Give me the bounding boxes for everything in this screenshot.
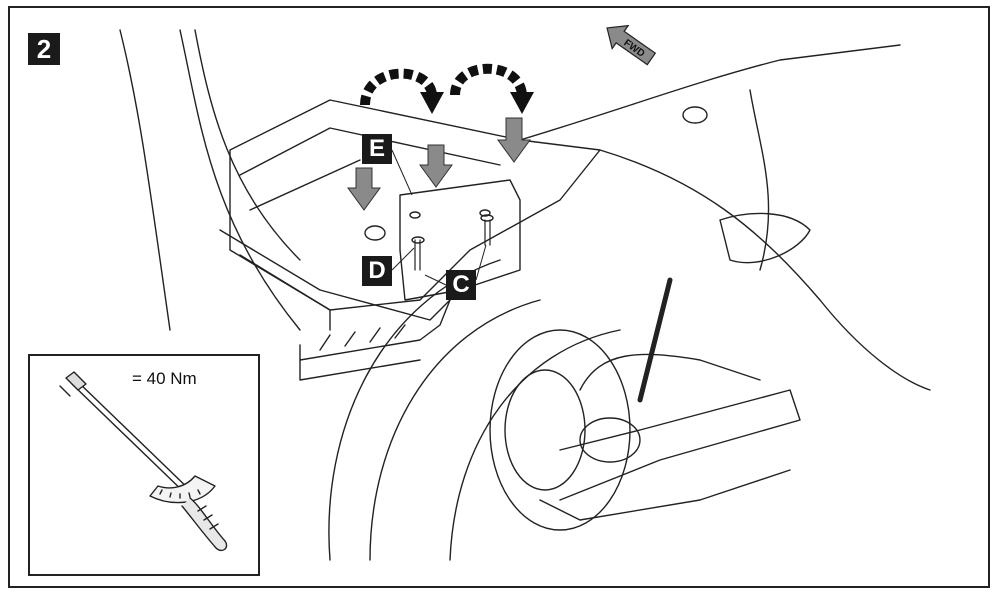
callout-c: C	[446, 270, 476, 300]
callout-leaders	[391, 149, 487, 286]
undertray-panel	[229, 99, 601, 311]
rotation-arcs	[360, 63, 527, 106]
mount-bracket	[399, 179, 521, 301]
torque-wrench-icon	[59, 371, 228, 552]
torque-value-label: = 40 Nm	[132, 369, 197, 388]
fwd-direction-arrow: FWD	[606, 24, 657, 66]
stabilizer-link	[637, 277, 673, 403]
wheel-arch	[328, 259, 501, 561]
push-arrows	[347, 117, 531, 211]
suspension-arm	[559, 389, 801, 501]
diagram-frame	[8, 6, 990, 588]
callout-d: D	[362, 256, 392, 286]
torque-wrench-inset	[28, 354, 260, 576]
step-number-badge: 2	[28, 33, 60, 65]
rotation-arrowheads	[420, 92, 534, 114]
callout-e: E	[362, 134, 392, 164]
bumper-curve	[179, 29, 301, 331]
